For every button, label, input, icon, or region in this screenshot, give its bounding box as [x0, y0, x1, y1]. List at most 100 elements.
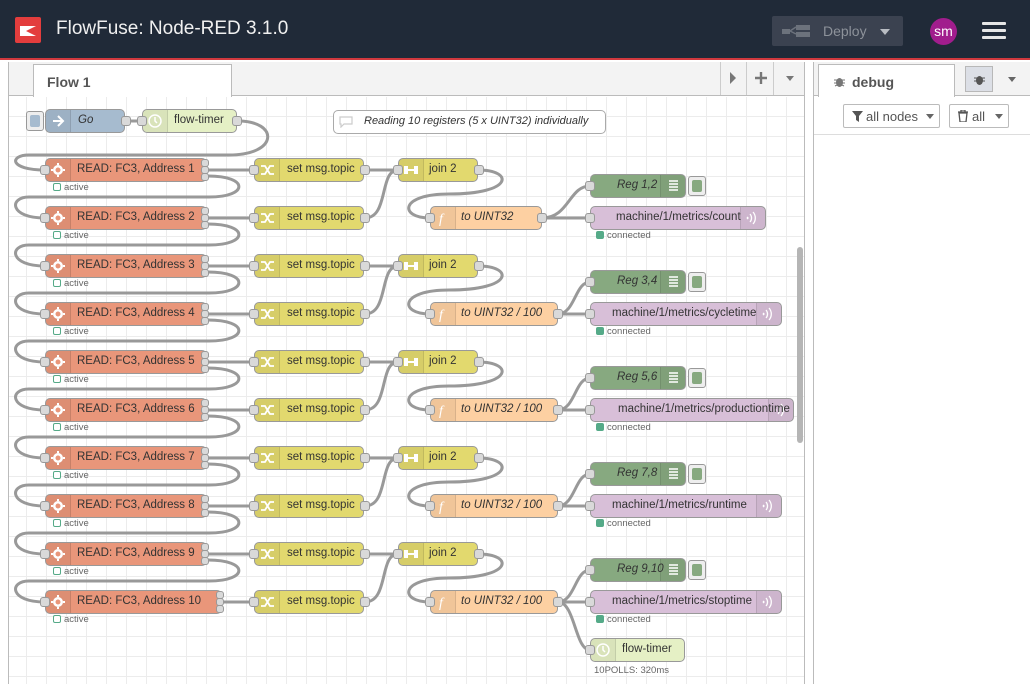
mqtt-out-node[interactable]: machine/1/metrics/productiontime [590, 398, 794, 422]
output-port[interactable] [360, 165, 370, 175]
output-port[interactable] [553, 501, 563, 511]
user-avatar[interactable]: sm [930, 18, 957, 45]
output-port[interactable] [474, 357, 484, 367]
output-port[interactable] [201, 173, 209, 181]
function-node[interactable]: f to UINT32 / 100 [430, 494, 558, 518]
input-port[interactable] [425, 309, 435, 319]
join-node[interactable]: join 2 [398, 158, 478, 182]
modbus-read-node[interactable]: READ: FC3, Address 2 [45, 206, 207, 230]
input-port[interactable] [40, 405, 50, 415]
output-port[interactable] [360, 501, 370, 511]
output-port[interactable] [360, 261, 370, 271]
output-port[interactable] [360, 309, 370, 319]
input-port[interactable] [249, 501, 259, 511]
input-port[interactable] [585, 565, 595, 575]
debug-toggle-button[interactable] [688, 368, 706, 388]
output-port[interactable] [201, 365, 209, 373]
mqtt-out-node[interactable]: machine/1/metrics/count [590, 206, 766, 230]
function-node[interactable]: f to UINT32 / 100 [430, 590, 558, 614]
set-topic-node[interactable]: set msg.topic [254, 206, 364, 230]
function-node[interactable]: f to UINT32 / 100 [430, 398, 558, 422]
input-port[interactable] [40, 165, 50, 175]
modbus-read-node[interactable]: READ: FC3, Address 10 [45, 590, 222, 614]
input-port[interactable] [393, 357, 403, 367]
debug-node[interactable]: Reg 3,4 [590, 270, 686, 294]
input-port[interactable] [40, 357, 50, 367]
input-port[interactable] [40, 597, 50, 607]
debug-toggle-button[interactable] [688, 176, 706, 196]
input-port[interactable] [425, 501, 435, 511]
join-node[interactable]: join 2 [398, 254, 478, 278]
set-topic-node[interactable]: set msg.topic [254, 254, 364, 278]
input-port[interactable] [585, 597, 595, 607]
output-port[interactable] [474, 261, 484, 271]
modbus-read-node[interactable]: READ: FC3, Address 9 [45, 542, 207, 566]
chevron-down-icon[interactable] [880, 29, 890, 35]
mqtt-out-node[interactable]: machine/1/metrics/stoptime [590, 590, 782, 614]
function-node[interactable]: f to UINT32 [430, 206, 542, 230]
debug-node[interactable]: Reg 7,8 [590, 462, 686, 486]
set-topic-node[interactable]: set msg.topic [254, 446, 364, 470]
set-topic-node[interactable]: set msg.topic [254, 398, 364, 422]
debug-node[interactable]: Reg 5,6 [590, 366, 686, 390]
output-port[interactable] [121, 116, 131, 126]
timer-start-node[interactable]: flow-timer [142, 109, 237, 133]
set-topic-node[interactable]: set msg.topic [254, 302, 364, 326]
input-port[interactable] [249, 357, 259, 367]
set-topic-node[interactable]: set msg.topic [254, 494, 364, 518]
input-port[interactable] [249, 597, 259, 607]
input-port[interactable] [585, 469, 595, 479]
output-port[interactable] [201, 221, 209, 229]
input-port[interactable] [249, 453, 259, 463]
input-port[interactable] [393, 261, 403, 271]
canvas-scrollbar[interactable] [797, 247, 803, 443]
debug-toggle-button[interactable] [688, 560, 706, 580]
modbus-read-node[interactable]: READ: FC3, Address 5 [45, 350, 207, 374]
output-port[interactable] [553, 309, 563, 319]
function-node[interactable]: f to UINT32 / 100 [430, 302, 558, 326]
inject-trigger-button[interactable] [26, 111, 44, 131]
input-port[interactable] [585, 645, 595, 655]
output-port[interactable] [474, 165, 484, 175]
output-port[interactable] [474, 549, 484, 559]
output-port[interactable] [360, 357, 370, 367]
chevron-down-icon[interactable] [1008, 77, 1016, 82]
input-port[interactable] [425, 597, 435, 607]
modbus-read-node[interactable]: READ: FC3, Address 8 [45, 494, 207, 518]
input-port[interactable] [585, 405, 595, 415]
output-port[interactable] [201, 413, 209, 421]
modbus-read-node[interactable]: READ: FC3, Address 7 [45, 446, 207, 470]
inject-node[interactable]: Go [45, 109, 125, 133]
input-port[interactable] [249, 309, 259, 319]
output-port[interactable] [216, 605, 224, 613]
comment-node[interactable]: Reading 10 registers (5 x UINT32) indivi… [333, 110, 606, 134]
debug-node[interactable]: Reg 9,10 [590, 558, 686, 582]
output-port[interactable] [537, 213, 547, 223]
output-port[interactable] [474, 453, 484, 463]
input-port[interactable] [249, 549, 259, 559]
output-port[interactable] [232, 116, 242, 126]
input-port[interactable] [40, 501, 50, 511]
set-topic-node[interactable]: set msg.topic [254, 542, 364, 566]
input-port[interactable] [40, 309, 50, 319]
set-topic-node[interactable]: set msg.topic [254, 158, 364, 182]
input-port[interactable] [40, 213, 50, 223]
debug-toggle-button[interactable] [688, 464, 706, 484]
input-port[interactable] [393, 549, 403, 559]
input-port[interactable] [585, 213, 595, 223]
input-port[interactable] [249, 405, 259, 415]
input-port[interactable] [585, 501, 595, 511]
output-port[interactable] [201, 509, 209, 517]
input-port[interactable] [425, 213, 435, 223]
modbus-read-node[interactable]: READ: FC3, Address 3 [45, 254, 207, 278]
set-topic-node[interactable]: set msg.topic [254, 350, 364, 374]
output-port[interactable] [201, 317, 209, 325]
clear-messages-button[interactable]: all [949, 104, 1009, 128]
modbus-read-node[interactable]: READ: FC3, Address 4 [45, 302, 207, 326]
input-port[interactable] [40, 453, 50, 463]
input-port[interactable] [585, 181, 595, 191]
input-port[interactable] [425, 405, 435, 415]
debug-toggle-button[interactable] [688, 272, 706, 292]
modbus-read-node[interactable]: READ: FC3, Address 1 [45, 158, 207, 182]
output-port[interactable] [360, 549, 370, 559]
